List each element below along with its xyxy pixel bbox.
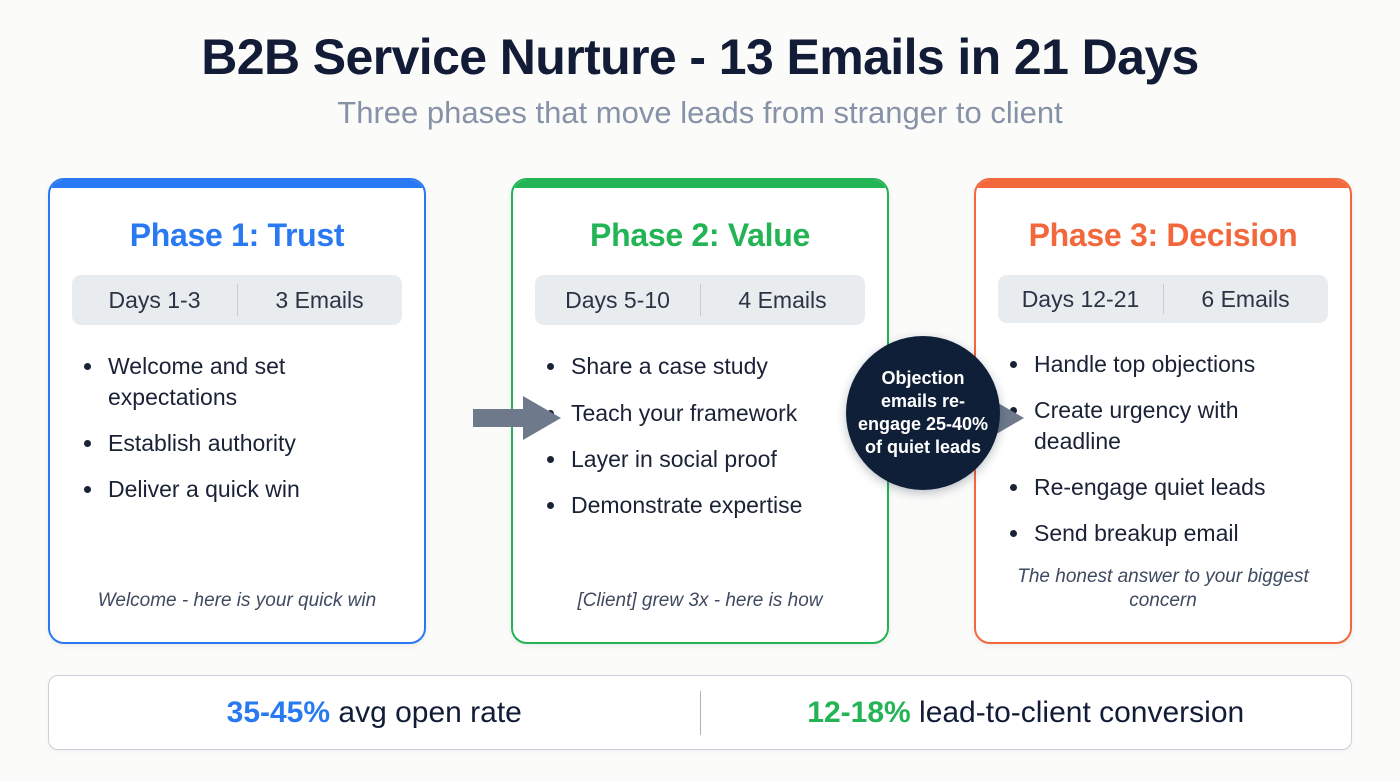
phase-card-2-title: Phase 2: Value <box>590 217 810 253</box>
phase-card-2-meta-pill: Days 5-10 4 Emails <box>535 275 865 326</box>
list-item: Welcome and set expectations <box>84 351 402 412</box>
list-item: Re-engage quiet leads <box>1010 472 1328 502</box>
phase-card-3-meta-pill: Days 12-21 6 Emails <box>998 275 1328 323</box>
footer-stat-conversion-label: lead-to-client conversion <box>910 695 1245 729</box>
list-item: Layer in social proof <box>547 444 865 474</box>
footer-stat-open-rate-label: avg open rate <box>330 695 522 729</box>
phase-card-3-sample-subject: The honest answer to your biggest concer… <box>1017 565 1309 612</box>
list-item: Create urgency with deadline <box>1010 395 1328 456</box>
footer-stat-open-rate: 35-45% avg open rate <box>49 695 700 729</box>
footer-stat-conversion-value: 12-18% <box>807 695 911 729</box>
phase-card-1-title: Phase 1: Trust <box>129 217 345 253</box>
objection-stat-badge: Objection emails re-engage 25-40% of qui… <box>846 336 1000 490</box>
phase-card-1-emails: 3 Emails <box>275 286 364 313</box>
page-header: B2B Service Nurture - 13 Emails in 21 Da… <box>0 0 1400 130</box>
footer-stat-conversion: 12-18% lead-to-client conversion <box>701 695 1352 729</box>
list-item: Establish authority <box>84 428 402 458</box>
phase-card-2-accent-bar <box>513 180 887 188</box>
phase-card-2[interactable]: Phase 2: Value Days 5-10 4 Emails Share … <box>511 178 889 644</box>
phase-card-3-meta-divider <box>1163 284 1164 314</box>
footer-stat-open-rate-value: 35-45% <box>226 695 331 729</box>
page-title: B2B Service Nurture - 13 Emails in 21 Da… <box>201 29 1199 85</box>
list-item: Share a case study <box>547 351 865 381</box>
footer-divider <box>699 690 701 735</box>
phase-card-2-sample-subject: [Client] grew 3x - here is how <box>577 590 823 612</box>
phase-card-1-bullets: Welcome and set expectations Establish a… <box>72 351 402 589</box>
phase-card-3-days: Days 12-21 <box>1021 285 1140 312</box>
list-item: Demonstrate expertise <box>547 490 865 520</box>
phase-card-2-days: Days 5-10 <box>565 286 670 313</box>
phase-card-2-emails: 4 Emails <box>738 286 827 313</box>
phase-card-1-meta-divider <box>237 284 238 317</box>
phase-card-3-title: Phase 3: Decision <box>1028 217 1298 253</box>
phase-card-1-days: Days 1-3 <box>108 286 201 313</box>
list-item: Deliver a quick win <box>84 474 402 504</box>
footer-stats-bar: 35-45% avg open rate 12-18% lead-to-clie… <box>48 675 1352 750</box>
phase-card-3-bullets: Handle top objections Create urgency wit… <box>998 349 1328 565</box>
phase-card-2-bullets: Share a case study Teach your framework … <box>535 351 865 589</box>
list-item: Handle top objections <box>1010 349 1328 379</box>
phase-card-1-accent-bar <box>50 180 424 188</box>
phase-card-2-meta-divider <box>700 284 701 317</box>
phase-card-1[interactable]: Phase 1: Trust Days 1-3 3 Emails Welcome… <box>48 178 426 644</box>
phase-card-3[interactable]: Phase 3: Decision Days 12-21 6 Emails Ha… <box>974 178 1352 644</box>
arrow-right-icon <box>473 396 561 440</box>
phase-card-1-meta-pill: Days 1-3 3 Emails <box>72 275 402 326</box>
phase-card-1-sample-subject: Welcome - here is your quick win <box>97 590 377 612</box>
phase-card-3-accent-bar <box>976 180 1350 188</box>
phase-card-3-emails: 6 Emails <box>1201 285 1290 312</box>
phase-cards-row: Phase 1: Trust Days 1-3 3 Emails Welcome… <box>48 178 1352 646</box>
list-item: Teach your framework <box>547 398 865 428</box>
page-subtitle: Three phases that move leads from strang… <box>337 95 1063 130</box>
list-item: Send breakup email <box>1010 518 1328 548</box>
